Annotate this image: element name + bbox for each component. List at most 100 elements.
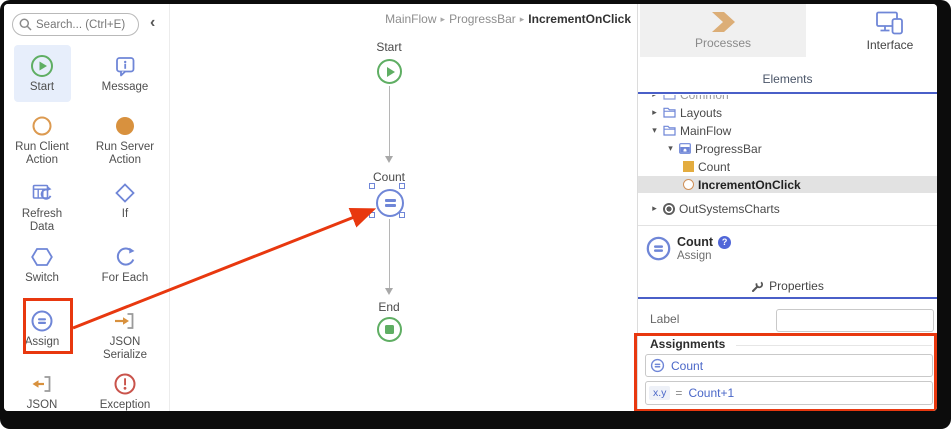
element-name-text: Count — [677, 235, 714, 249]
tool-start[interactable]: Start — [4, 54, 80, 94]
interface-icon — [876, 11, 903, 35]
properties-tab-label: Properties — [769, 279, 824, 293]
tree-item-label: ProgressBar — [695, 141, 762, 156]
tool-label: Run Server Action — [95, 141, 155, 166]
server-action-icon — [114, 114, 136, 138]
selected-element-type: Assign — [677, 250, 712, 262]
breadcrumb-item[interactable]: MainFlow — [385, 12, 437, 26]
selection-handle[interactable] — [399, 183, 405, 189]
tool-message[interactable]: Message — [82, 54, 168, 94]
play-icon — [386, 66, 395, 77]
tool-label: If — [121, 208, 129, 220]
assignment-variable-input[interactable]: Count — [645, 354, 933, 377]
collapse-sidebar-icon[interactable]: ‹ — [150, 14, 156, 31]
assign-icon — [645, 235, 672, 265]
message-icon — [113, 54, 137, 78]
tree-item-incrementonclick[interactable]: IncrementOnClick — [638, 176, 937, 193]
search-input[interactable] — [36, 18, 132, 31]
tool-switch[interactable]: Switch — [4, 245, 80, 285]
tree-item-common[interactable]: ▸ Common — [638, 95, 937, 103]
tool-assign[interactable]: Assign — [4, 309, 80, 349]
start-node[interactable] — [377, 59, 402, 84]
wrench-icon — [752, 280, 764, 292]
chevron-down-icon[interactable]: ▾ — [668, 143, 673, 153]
tool-run-server-action[interactable]: Run Server Action — [82, 114, 168, 167]
tool-label: For Each — [101, 272, 149, 284]
processes-icon — [712, 12, 735, 32]
chevron-right-icon[interactable]: ▸ — [652, 203, 657, 213]
divider — [638, 225, 937, 226]
elements-tree: ▸ Common ▸ Layouts ▾ MainFlow ▾ Progress… — [638, 95, 937, 223]
connector-arrowhead-icon — [385, 288, 393, 295]
chevron-down-icon[interactable]: ▾ — [652, 125, 657, 135]
tool-json-serialize[interactable]: JSON Serialize — [82, 309, 168, 362]
label-field-caption: Label — [650, 312, 680, 326]
tab-processes[interactable]: Processes — [640, 4, 806, 57]
app-window: ‹ Start Message Run Client Action Run Se… — [4, 4, 937, 411]
module-icon — [663, 202, 675, 215]
assignment-expression-value: Count+1 — [688, 386, 735, 400]
folder-icon — [663, 125, 676, 136]
tool-exception[interactable]: Exception — [82, 372, 168, 411]
tool-label: JSON Serialize — [102, 336, 148, 361]
search-icon — [19, 18, 32, 31]
help-icon[interactable]: ? — [718, 235, 732, 249]
selection-handle[interactable] — [369, 212, 375, 218]
refresh-data-icon — [30, 181, 54, 205]
tab-interface[interactable]: Interface — [830, 4, 937, 57]
tool-label: Switch — [25, 272, 59, 284]
tree-item-count[interactable]: Count — [638, 158, 937, 175]
client-action-icon — [31, 114, 53, 138]
flow-connector[interactable] — [388, 219, 390, 289]
right-panel: Processes Interface Elements ▸ Common ▸ … — [637, 4, 937, 411]
toolbox-search[interactable] — [12, 13, 139, 36]
if-diamond-icon — [114, 181, 136, 205]
toolbox-sidebar: ‹ Start Message Run Client Action Run Se… — [4, 4, 170, 411]
flow-canvas[interactable]: MainFlow▸ProgressBar▸IncrementOnClick St… — [170, 4, 637, 411]
selected-tool-highlight — [14, 45, 71, 102]
tool-json-deserialize[interactable]: JSON — [4, 372, 80, 411]
tab-properties[interactable]: Properties — [638, 279, 937, 293]
elements-tab-underline — [638, 92, 937, 94]
end-node[interactable] — [377, 317, 402, 342]
label-field-input[interactable] — [776, 309, 934, 332]
end-node-label: End — [378, 300, 400, 314]
tool-label: Exception — [99, 399, 151, 411]
breadcrumb-separator-icon: ▸ — [519, 14, 525, 24]
tree-item-outsystemscharts[interactable]: ▸ OutSystemsCharts — [638, 200, 937, 217]
tree-item-label: IncrementOnClick — [698, 177, 801, 192]
tree-item-label: MainFlow — [680, 123, 732, 138]
tool-label: Message — [101, 81, 149, 93]
tree-item-label: Layouts — [680, 105, 723, 120]
tree-item-layouts[interactable]: ▸ Layouts — [638, 104, 937, 121]
json-deserialize-icon — [30, 372, 54, 396]
start-icon — [30, 54, 54, 78]
assignment-variable-value: Count — [671, 358, 704, 373]
tree-item-mainflow[interactable]: ▾ MainFlow — [638, 122, 937, 139]
for-each-icon — [114, 245, 136, 269]
selection-handle[interactable] — [369, 183, 375, 189]
variable-icon — [683, 161, 694, 172]
selection-handle[interactable] — [399, 212, 405, 218]
divider — [736, 345, 932, 346]
flow-connector[interactable] — [388, 86, 390, 157]
tool-refresh-data[interactable]: Refresh Data — [4, 181, 80, 234]
assign-icon — [650, 358, 665, 373]
selected-element-name: Count ? — [677, 235, 732, 249]
screen-icon — [679, 143, 691, 154]
chevron-right-icon[interactable]: ▸ — [652, 107, 657, 117]
switch-hexagon-icon — [30, 245, 54, 269]
assignment-expression-input[interactable]: x.y = Count+1 — [645, 381, 933, 405]
folder-icon — [663, 95, 676, 100]
breadcrumb-separator-icon: ▸ — [440, 14, 446, 24]
exception-icon — [113, 372, 137, 396]
tool-run-client-action[interactable]: Run Client Action — [4, 114, 80, 167]
client-action-icon — [683, 179, 694, 190]
equals-icon — [384, 199, 396, 202]
tool-if[interactable]: If — [82, 181, 168, 221]
tree-item-progressbar[interactable]: ▾ ProgressBar — [638, 140, 937, 157]
breadcrumb-item[interactable]: ProgressBar — [449, 12, 516, 26]
chevron-right-icon[interactable]: ▸ — [650, 95, 659, 100]
tool-for-each[interactable]: For Each — [82, 245, 168, 285]
